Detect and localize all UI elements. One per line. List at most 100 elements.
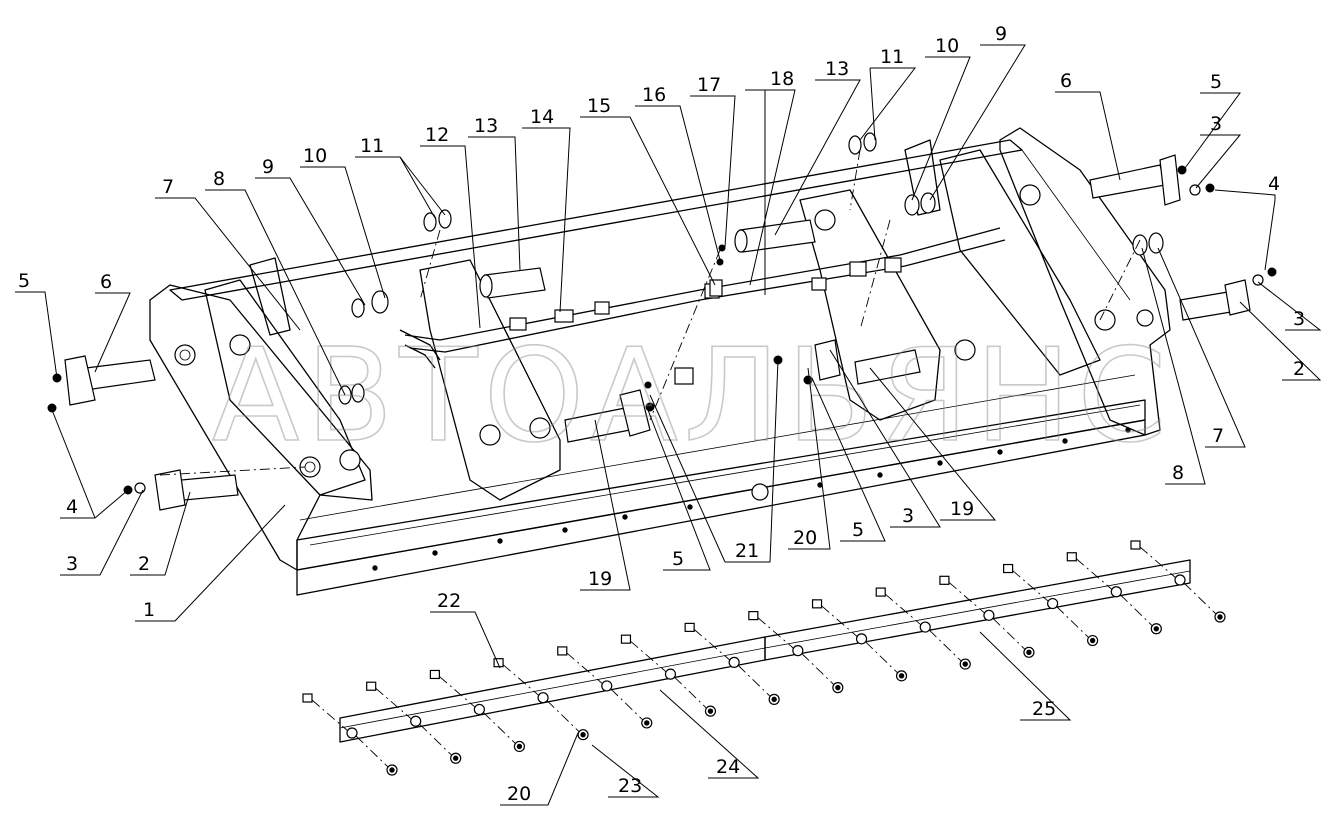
callout-13-left: 13 (474, 115, 498, 137)
strip-bolts-part-22 (302, 540, 1177, 732)
strip-bolt-axis (1076, 558, 1113, 591)
strip-hole (792, 645, 804, 657)
callout-2-left: 2 (138, 553, 150, 575)
strip-bolt (811, 599, 823, 609)
callout-9-left: 9 (262, 156, 274, 178)
strip-nut-bore (707, 708, 714, 714)
strip-hole (1047, 597, 1059, 610)
callout-3-left: 3 (66, 553, 78, 575)
callout-12: 12 (425, 124, 449, 146)
callout-20-bottom: 20 (507, 783, 531, 805)
strip-hole (410, 715, 422, 727)
strip-nut-axis (483, 712, 516, 744)
callout-10-left: 10 (303, 145, 327, 167)
pin-part-6-right (1089, 154, 1215, 206)
pin-part-19-left (564, 389, 655, 443)
strip-bolt-axis (439, 676, 476, 708)
strip-bolt-axis (757, 617, 795, 649)
callout-6-left: 6 (100, 271, 112, 293)
strip-bolt (748, 611, 759, 621)
strip-nut-axis (928, 629, 962, 662)
strip-bolt-axis (693, 629, 731, 661)
callout-5-right: 5 (1210, 71, 1222, 93)
wear-strip-part-25 (764, 559, 1191, 661)
callout-18: 18 (770, 68, 794, 90)
strip-nut-bore (452, 755, 459, 761)
front-edge-holes (372, 427, 1131, 571)
callout-21: 21 (735, 540, 759, 562)
strip-bolt (302, 693, 313, 703)
strip-bolt-axis (1139, 546, 1177, 579)
strip-hole (1174, 574, 1186, 586)
strip-nut-bore (389, 767, 395, 773)
strip-bolt-axis (1012, 570, 1049, 602)
cylinder-part-13-right (734, 219, 816, 253)
strip-bolt-axis (821, 605, 858, 638)
strip-bolt-axis (502, 664, 540, 697)
strip-bolt (1003, 563, 1014, 574)
strip-bolt (1066, 552, 1077, 562)
callout-2-right: 2 (1293, 358, 1305, 380)
strip-nut-axis (355, 735, 389, 768)
strip-bolt (493, 658, 504, 668)
strip-bolt (875, 587, 886, 597)
strip-hole (346, 727, 358, 739)
strip-bolt-axis (311, 699, 349, 732)
callout-8-left: 8 (213, 168, 225, 190)
strip-hole (1110, 586, 1122, 598)
strip-bolt (1130, 540, 1141, 550)
strip-nut-axis (546, 700, 580, 733)
strip-nut-bore (835, 684, 841, 691)
strip-hole (855, 633, 868, 645)
strip-nut-bore (580, 731, 586, 738)
strip-nut-bore (1217, 614, 1223, 620)
callout-labels: 5 6 7 8 9 10 11 12 13 14 15 16 17 18 13 … (18, 23, 1305, 805)
strip-bolt (939, 575, 950, 585)
strip-nut-bore (771, 696, 777, 703)
callout-3-mid: 3 (902, 505, 914, 527)
strip-nut-axis (801, 653, 835, 685)
callout-19-left: 19 (588, 568, 612, 590)
callout-10-right: 10 (935, 35, 959, 57)
strip-hole (664, 668, 677, 680)
callout-5-left: 5 (18, 270, 30, 292)
strip-nut-bore (1153, 626, 1160, 632)
strip-nut-bore (516, 743, 523, 750)
strip-nut-axis (1183, 582, 1217, 615)
callout-23: 23 (618, 775, 642, 797)
strip-bolt-axis (375, 687, 412, 720)
strip-hole (601, 680, 613, 692)
strip-bolt-axis (566, 652, 604, 685)
callout-20-mid: 20 (793, 527, 817, 549)
strip-nut-bore (898, 673, 905, 679)
callout-22: 22 (437, 590, 461, 612)
callout-24: 24 (716, 756, 740, 778)
strip-nut-axis (737, 665, 771, 697)
strip-nut-axis (1119, 594, 1153, 627)
strip-holes (346, 574, 1186, 739)
strip-bolt (366, 681, 377, 691)
strip-nut-bore (644, 720, 650, 726)
callout-3-right: 3 (1293, 308, 1305, 330)
callout-14: 14 (530, 106, 554, 128)
callout-4-left: 4 (66, 496, 78, 518)
pin-part-6-left (52, 355, 156, 406)
strip-nut-bore (1089, 637, 1096, 644)
callout-1: 1 (143, 599, 155, 621)
callout-3-right-top: 3 (1210, 113, 1222, 135)
callout-5-mid: 5 (852, 519, 864, 541)
strip-bolt (684, 622, 695, 632)
strip-bolt (429, 669, 440, 680)
strip-bolt-axis (884, 593, 922, 626)
strip-nut-bore (1026, 649, 1032, 656)
callout-11-left: 11 (360, 135, 384, 157)
strip-bolt (620, 634, 632, 644)
callout-leaders (15, 44, 1322, 806)
strip-bolt-axis (948, 581, 986, 614)
watermark-text: АВТОАЛЬЯНС (212, 322, 1173, 471)
callout-25: 25 (1032, 698, 1056, 720)
callout-19-right: 19 (950, 498, 974, 520)
cylinder-part-13-left (479, 267, 546, 299)
strip-hole (728, 656, 740, 668)
